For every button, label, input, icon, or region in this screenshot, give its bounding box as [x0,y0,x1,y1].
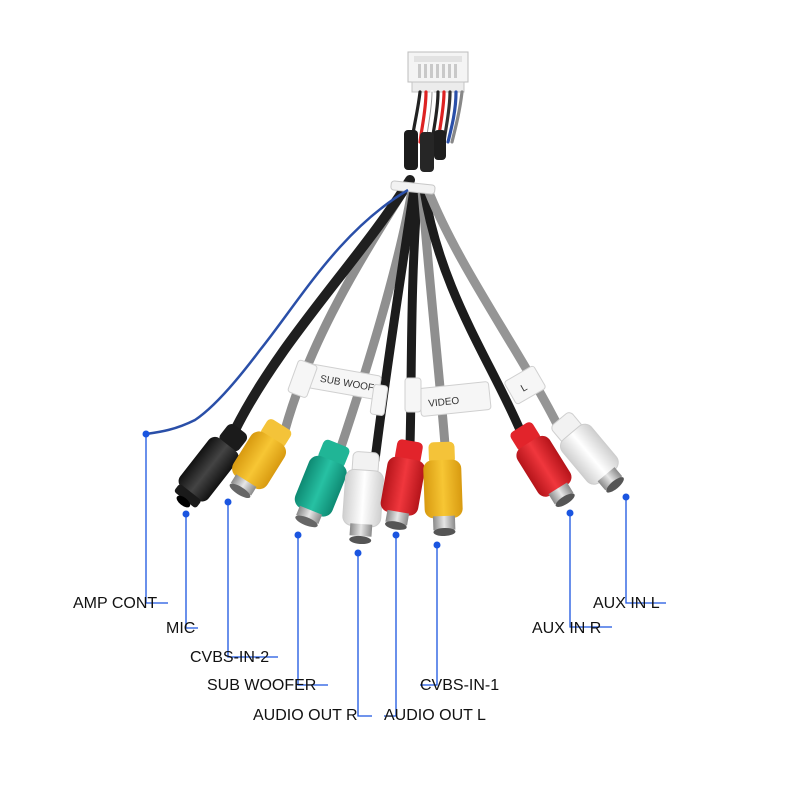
leader-amp-cont [145,434,168,604]
label-cvbs-in-2: CVBS-IN-2 [190,649,270,666]
aux-in-l-plug [551,412,624,493]
leader-mic [185,514,198,629]
cvbs-in-2-plug [229,419,292,499]
video-tag-text: VIDEO [428,396,460,410]
leader-aux-in-l [625,497,666,604]
amp-cont-wire [145,188,409,436]
leader-lines [145,434,666,717]
leader-sub-woofer [297,535,328,686]
label-cvbs-in-1: CVBS-IN-1 [420,677,500,694]
leader-audio-out-l [384,535,397,717]
label-audio-out-l: AUDIO OUT L [384,707,486,724]
leader-audio-out-r [357,553,372,717]
label-amp-cont: AMP CONT [73,595,158,612]
aux-l-tag-text: L [519,382,530,395]
label-audio-out-r: AUDIO OUT R [253,707,358,724]
label-aux-in-l: AUX IN L [593,595,660,612]
cable-bundle [230,175,565,465]
label-aux-in-r: AUX IN R [532,620,602,637]
sub-woofer-plug [294,439,350,528]
audio-out-l-plug [380,439,425,530]
audio-out-r-plug [342,451,384,545]
sleeves [404,130,446,172]
label-sub-woofer: SUB WOOFER [207,677,317,694]
cvbs-in-1-plug [423,441,463,536]
header-connector [407,51,469,93]
mic-jack [174,424,248,508]
leader-cvbs-in-1 [420,545,438,686]
aux-in-r-plug [510,422,575,507]
leader-dots [142,430,630,557]
leader-cvbs-in-2 [227,502,278,658]
cable-tags: SUB WOOFER VIDEO L [287,359,546,417]
leader-aux-in-r [569,513,612,628]
label-mic: MIC [166,620,196,637]
